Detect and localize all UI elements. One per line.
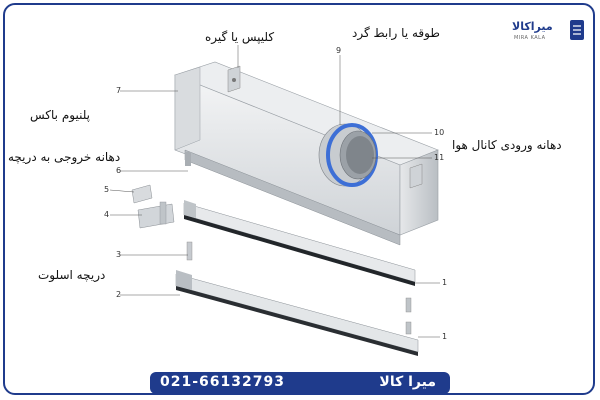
leader-lines: [109, 45, 440, 338]
inlet-collar: [318, 123, 378, 187]
part-number-7: 7: [116, 86, 122, 95]
label-slot: دریچه اسلوت: [38, 268, 106, 282]
label-ring: طوقه یا رابط گرد: [352, 26, 440, 40]
plenum-box: [174, 61, 439, 236]
screws: [405, 297, 412, 335]
part-number-11: 11: [434, 153, 445, 162]
logo-icon: [570, 20, 584, 40]
bracket-parts: [131, 184, 193, 261]
label-clips: کلیپس یا گیره: [205, 30, 275, 44]
slot-rail-upper: [183, 200, 416, 286]
part-number-10: 10: [434, 128, 445, 137]
label-plenum: پلنیوم باکس: [30, 108, 91, 122]
logo-brand: میراکالا: [512, 20, 553, 33]
slot-rail-lower: [175, 270, 419, 356]
plenum-outlet: [184, 149, 401, 246]
part-number-4: 4: [104, 210, 110, 219]
clip-top: [227, 65, 423, 189]
part-number-3: 3: [116, 250, 122, 259]
brand-logo: میراکالا MIRA KALA: [508, 14, 590, 48]
logo-sub: MIRA KALA: [514, 35, 546, 41]
part-number-1-upper: 1: [442, 278, 448, 287]
label-outlet: دهانه خروجی به دریچه: [8, 150, 121, 164]
part-number-1-lower: 1: [442, 332, 448, 341]
footer-name: میرا کالا: [379, 374, 436, 390]
part-number-6: 6: [116, 166, 122, 175]
part-number-9: 9: [336, 46, 342, 55]
footer-phone: 021-66132793: [160, 374, 285, 390]
part-number-5: 5: [104, 185, 110, 194]
part-number-2: 2: [116, 290, 122, 299]
label-inlet: دهانه ورودی کانال هوا: [452, 138, 562, 152]
footer-bar: 021-66132793 میرا کالا: [150, 372, 450, 394]
